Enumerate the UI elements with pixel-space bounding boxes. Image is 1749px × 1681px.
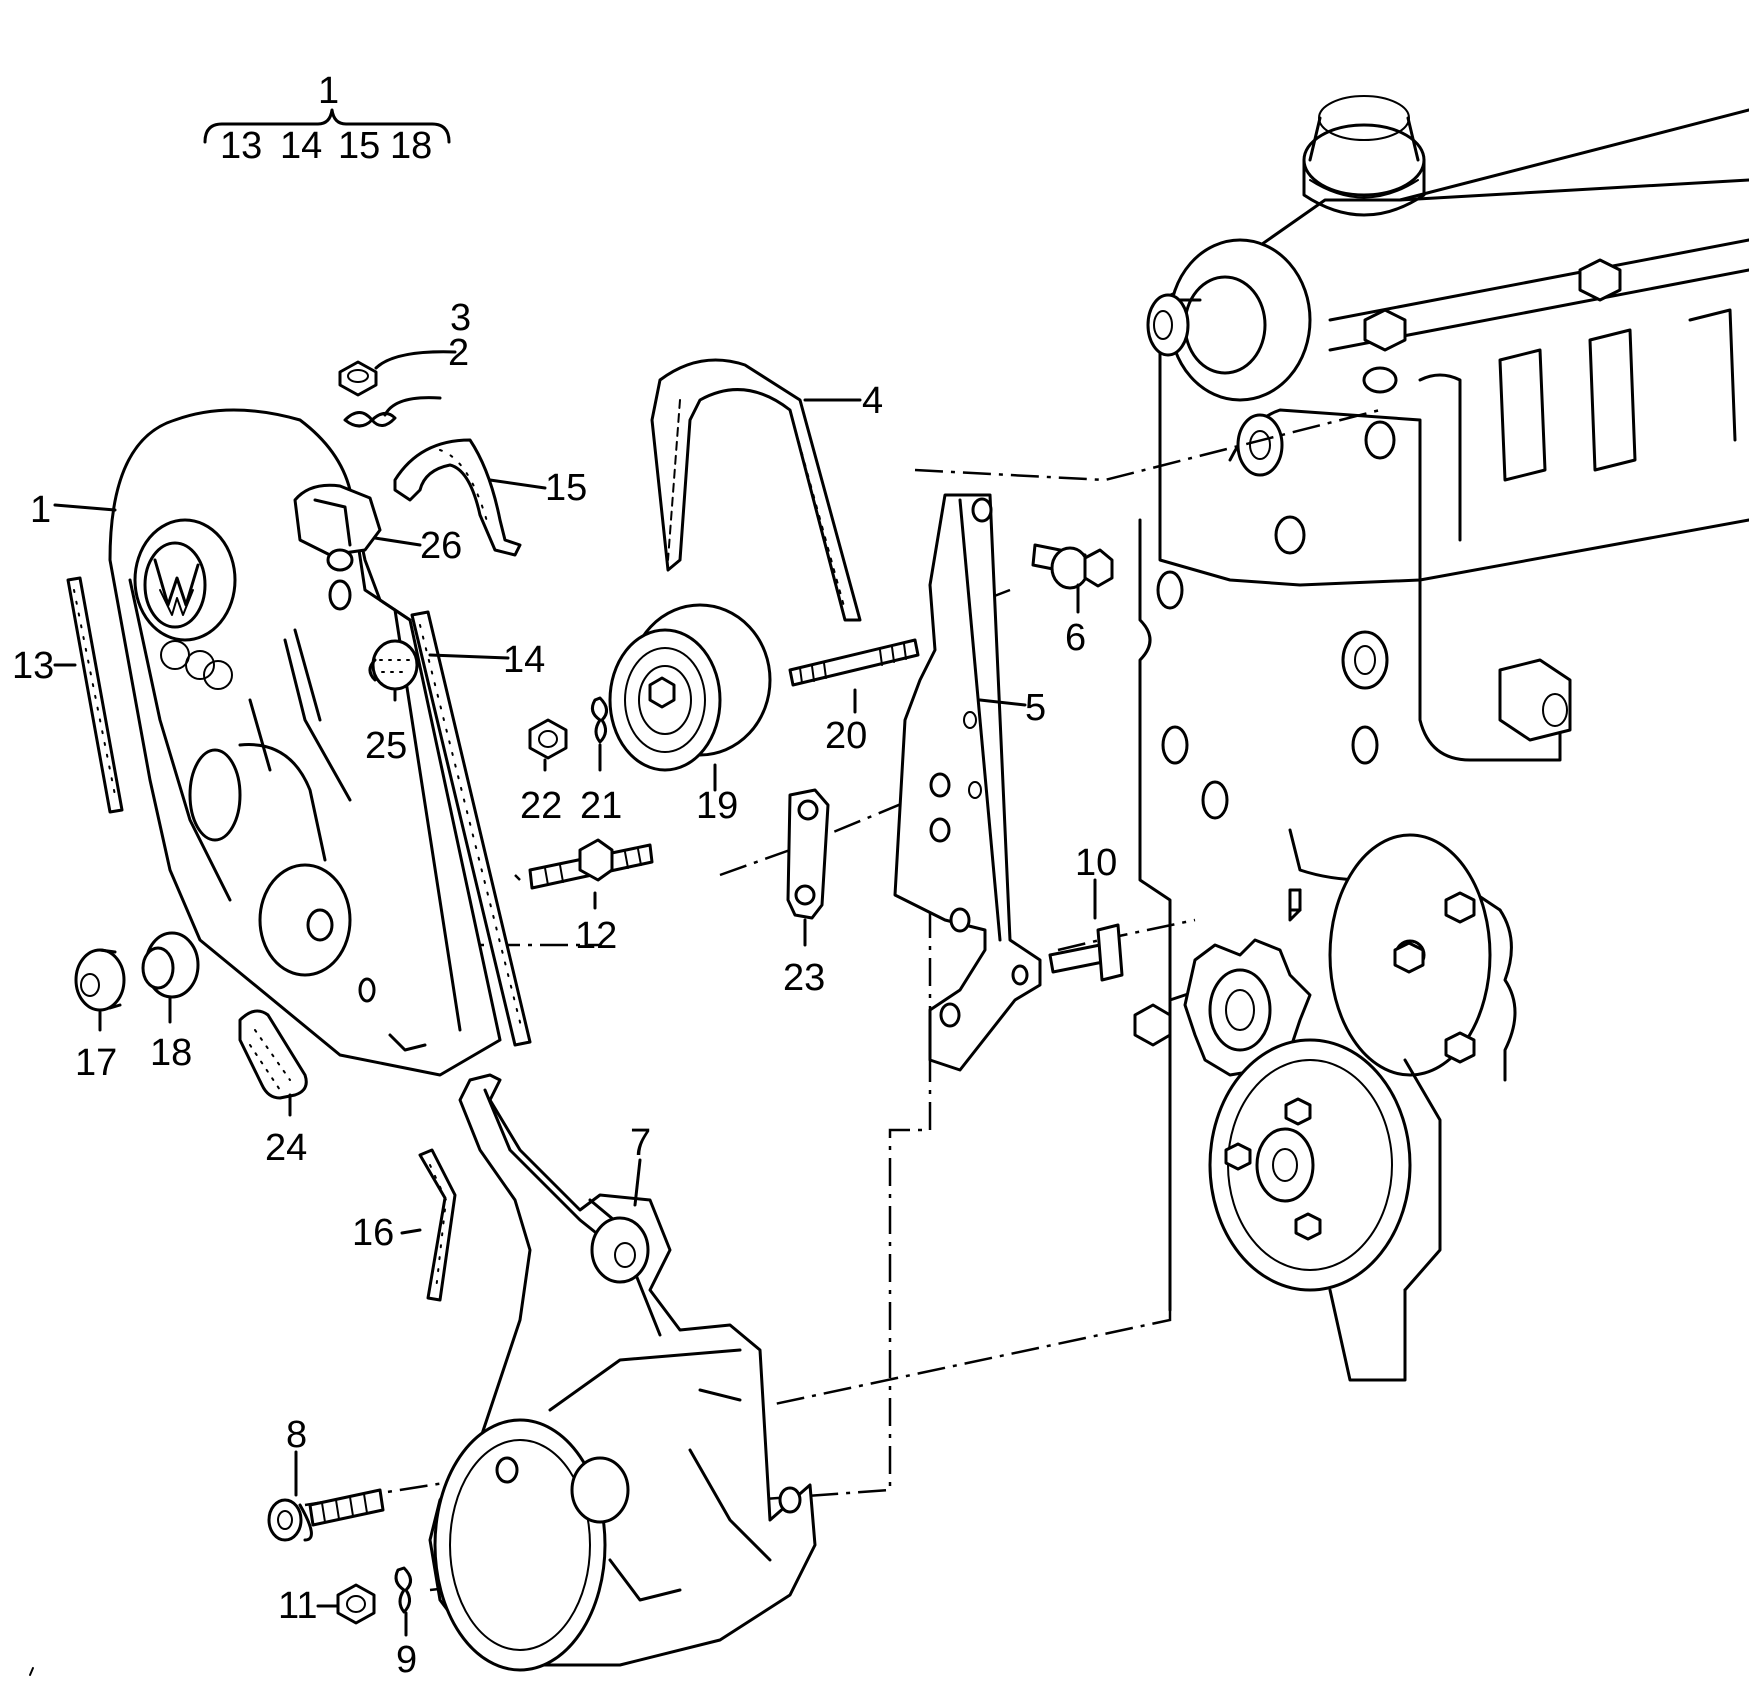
nut-3[interactable] [338, 360, 378, 397]
callout-23[interactable]: 23 [783, 957, 825, 999]
seal-strip-14[interactable] [410, 610, 532, 1047]
callout-16[interactable]: 16 [352, 1212, 394, 1254]
bolt-8[interactable] [267, 1488, 385, 1542]
ring-18[interactable] [141, 931, 200, 999]
cap-24[interactable] [238, 1009, 308, 1100]
kit-member-18[interactable]: 18 [390, 125, 432, 167]
callout-12[interactable]: 12 [575, 915, 617, 957]
bolt-10[interactable] [1048, 923, 1124, 982]
callout-6[interactable]: 6 [1065, 617, 1086, 659]
callout-2[interactable]: 2 [448, 332, 469, 374]
seal-strip-13[interactable] [66, 576, 124, 814]
callout-9[interactable]: 9 [396, 1639, 417, 1681]
engine-block-icon [1133, 95, 1749, 1382]
callout-17[interactable]: 17 [75, 1042, 117, 1084]
callout-15[interactable]: 15 [545, 467, 587, 509]
kit-member-15[interactable]: 15 [338, 125, 380, 167]
callout-21[interactable]: 21 [580, 785, 622, 827]
callout-4[interactable]: 4 [862, 380, 883, 422]
callout-1[interactable]: 1 [30, 489, 51, 531]
leader-lines [29, 350, 1097, 1676]
callout-10[interactable]: 10 [1075, 842, 1117, 884]
callout-14[interactable]: 14 [503, 639, 545, 681]
clip-15[interactable] [393, 438, 522, 557]
seal-strip-16[interactable] [418, 1148, 457, 1302]
callout-20[interactable]: 20 [825, 715, 867, 757]
rear-cover-plate-5[interactable] [893, 493, 1042, 1072]
kit-label[interactable]: 1 [318, 70, 339, 112]
gasket-23[interactable] [786, 788, 830, 920]
plug-17[interactable] [74, 948, 126, 1012]
nut-11[interactable] [336, 1583, 376, 1625]
bolt-6[interactable] [1031, 543, 1114, 590]
stud-12[interactable] [528, 838, 654, 890]
clamp-26[interactable] [293, 483, 382, 611]
callout-22[interactable]: 22 [520, 785, 562, 827]
callout-8[interactable]: 8 [286, 1414, 307, 1456]
callout-13[interactable]: 13 [12, 645, 54, 687]
callout-11[interactable]: 11 [278, 1585, 317, 1627]
washer-21[interactable] [590, 696, 608, 744]
callout-24[interactable]: 24 [265, 1127, 307, 1169]
toothed-belt-icon[interactable] [650, 358, 862, 622]
callout-7[interactable]: 7 [630, 1122, 651, 1164]
washer-2[interactable] [343, 411, 397, 428]
callout-labels: 1 2 3 4 5 6 7 8 9 10 11 12 13 14 15 16 1… [12, 297, 1117, 1681]
callout-18[interactable]: 18 [150, 1032, 192, 1074]
stud-20[interactable] [788, 638, 920, 687]
kit-member-13[interactable]: 13 [220, 125, 262, 167]
tensioning-roller-icon[interactable] [608, 603, 772, 772]
callout-5[interactable]: 5 [1025, 687, 1046, 729]
timing-belt-lower-cover-icon[interactable] [428, 1073, 817, 1672]
washer-9[interactable] [394, 1566, 412, 1614]
nut-22[interactable] [528, 718, 568, 760]
kit-member-14[interactable]: 14 [280, 125, 322, 167]
timing-belt-upper-cover-icon[interactable] [108, 408, 502, 1077]
callout-19[interactable]: 19 [696, 785, 738, 827]
callout-3[interactable]: 3 [450, 297, 471, 339]
callout-25[interactable]: 25 [365, 725, 407, 767]
kit-header: 1 13 14 15 18 [203, 70, 451, 167]
callout-26[interactable]: 26 [420, 525, 462, 567]
